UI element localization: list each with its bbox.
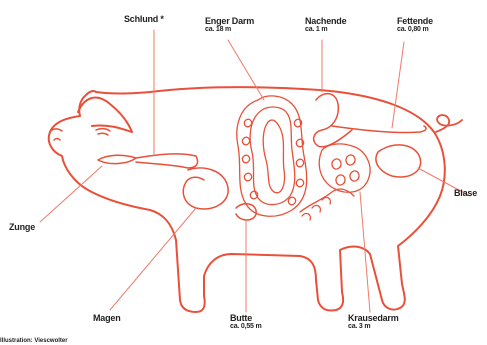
label-blase-name: Blase xyxy=(454,188,477,198)
label-magen-name: Magen xyxy=(93,313,121,323)
label-krausedarm-measure: ca. 3 m xyxy=(348,323,399,331)
label-zunge-name: Zunge xyxy=(9,222,35,232)
leader-enger-darm xyxy=(228,40,264,100)
label-enger-darm-name: Enger Darm xyxy=(205,16,254,26)
pig-eye xyxy=(96,129,110,135)
label-butte: Butte ca. 0,55 m xyxy=(230,313,261,331)
tongue-organ xyxy=(98,155,136,163)
pig-ear xyxy=(78,98,132,132)
label-magen: Magen xyxy=(93,313,121,323)
krausedarm-organ xyxy=(300,144,370,220)
pig-body-outline xyxy=(49,87,445,312)
label-krausedarm: Krausedarm ca. 3 m xyxy=(348,313,399,331)
nachende-organ xyxy=(314,94,352,147)
stomach-organ xyxy=(183,168,228,209)
label-nachende: Nachende ca. 1 m xyxy=(305,16,346,34)
label-enger-darm-measure: ca. 18 m xyxy=(205,26,254,34)
label-butte-name: Butte xyxy=(230,313,261,323)
pig-snout xyxy=(50,129,62,140)
label-nachende-name: Nachende xyxy=(305,16,346,26)
label-fettende-measure: ca. 0,80 m xyxy=(397,26,433,34)
leader-lines xyxy=(40,30,470,312)
label-enger-darm: Enger Darm ca. 18 m xyxy=(205,16,254,34)
illustration-credit: Illustration: Viescwolter xyxy=(0,338,68,344)
small-intestine-organ xyxy=(237,96,307,216)
leader-magen xyxy=(110,208,196,310)
label-krausedarm-name: Krausedarm xyxy=(348,313,399,323)
label-schlund-name: Schlund * xyxy=(124,14,164,24)
label-schlund: Schlund * xyxy=(124,14,164,24)
leader-fettende xyxy=(392,42,404,128)
label-butte-measure: ca. 0,55 m xyxy=(230,323,261,331)
throat-organ xyxy=(136,154,198,168)
label-fettende-name: Fettende xyxy=(397,16,433,26)
label-zunge: Zunge xyxy=(9,222,35,232)
bladder-organ xyxy=(376,145,421,177)
label-fettende: Fettende ca. 0,80 m xyxy=(397,16,433,34)
fettende-organ xyxy=(332,126,426,133)
label-blase: Blase xyxy=(454,188,477,198)
pig-tail xyxy=(436,115,462,132)
label-nachende-measure: ca. 1 m xyxy=(305,26,346,34)
